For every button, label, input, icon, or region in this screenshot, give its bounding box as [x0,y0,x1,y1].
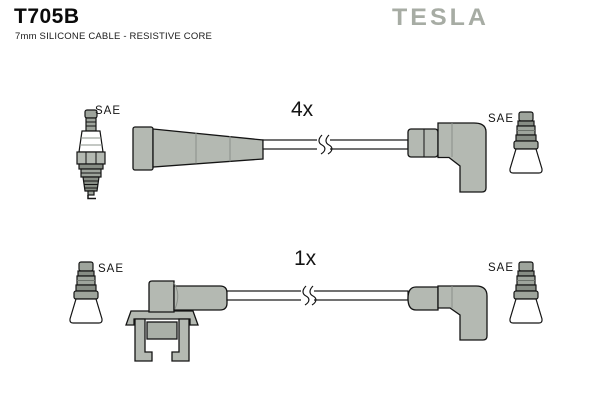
bracket-angled-boot-left [125,280,228,362]
angled-boot-right-top [407,122,487,193]
bracket-leg-left [134,318,153,362]
cable-wire-4x [262,139,409,150]
angled-boot-right-bottom [407,285,488,341]
part-number: T705B [14,5,80,28]
cable-spec-subtitle: 7mm SILICONE CABLE - RESISTIVE CORE [15,31,213,42]
sae-label-top-right: SAE [488,113,515,125]
length-break-mark [317,134,333,155]
length-break-mark [301,285,317,306]
sae-terminal-boot-icon [509,261,543,324]
spark-plug-icon [76,109,106,200]
sae-label-bottom-left: SAE [98,263,125,275]
cable-assembly-4x [76,109,543,200]
bracket-leg-right [171,318,190,362]
sae-label-top-left: SAE [95,105,122,117]
connector-block [146,321,178,340]
quantity-label-1x: 1x [294,247,317,270]
quantity-label-4x: 4x [291,98,314,121]
straight-boot-left [132,126,264,171]
sae-terminal-boot-icon [509,111,543,174]
tesla-logo: TESLA [392,4,489,31]
sae-label-bottom-right: SAE [488,262,515,274]
ground-electrode [87,195,96,200]
cable-assembly-1x [69,261,543,362]
cable-wire-1x [226,290,409,301]
